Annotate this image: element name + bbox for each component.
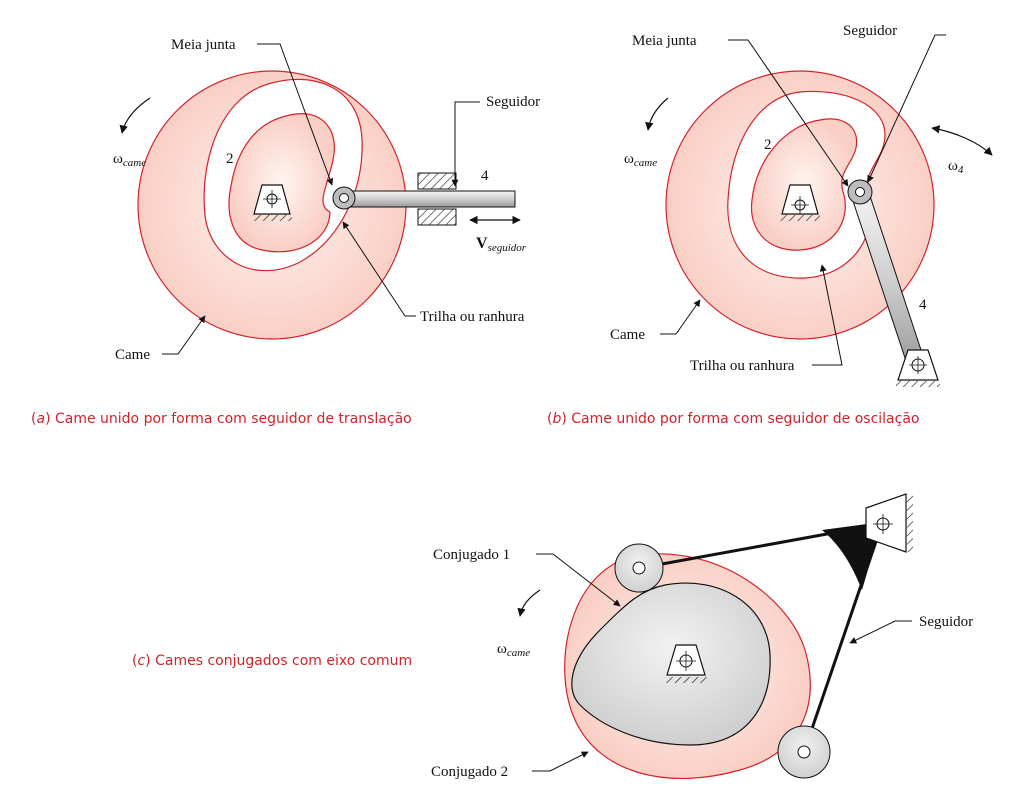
leader-b-track: [812, 264, 843, 366]
caption-a: (a) Came unido por forma com seguidor de…: [31, 411, 412, 427]
panel-a: Meia junta Seguidor ωcame 2 4 Vseguidor …: [31, 37, 540, 427]
label-b-cam-number: 2: [764, 137, 772, 153]
leader-b-follower: [867, 34, 946, 183]
ground-pivot-c-follower: [865, 493, 913, 553]
leader-a-half-joint: [257, 43, 334, 186]
label-a-track: Trilha ou ranhura: [420, 309, 525, 325]
leader-c-conj2: [532, 751, 589, 772]
leader-b-cam: [660, 299, 701, 335]
label-b-omega4: ω4: [948, 158, 964, 176]
rotation-b-arrow: [645, 97, 669, 131]
guide-a-top: [417, 172, 457, 190]
label-b-half-joint: Meia junta: [632, 33, 697, 49]
leader-c-follower: [849, 620, 912, 644]
guide-a-bottom: [417, 208, 457, 226]
label-b-follower: Seguidor: [843, 23, 897, 39]
label-c-omega: ωcame: [497, 641, 530, 659]
label-c-conj1: Conjugado 1: [433, 547, 510, 563]
rotation-c-arrow: [517, 589, 541, 617]
rotation-b-omega4-arrow: [931, 125, 993, 156]
leader-c-conj1: [536, 553, 621, 607]
leader-a-track: [342, 221, 416, 317]
ground-pivot-a: [252, 184, 292, 221]
label-b-follower-number: 4: [919, 297, 927, 313]
rotation-a-arrow: [119, 97, 151, 134]
label-c-follower: Seguidor: [919, 614, 973, 630]
leader-a-cam: [162, 315, 206, 355]
label-a-follower-number: 4: [481, 168, 489, 184]
ground-pivot-b: [780, 184, 820, 221]
label-a-cam: Came: [115, 347, 150, 363]
leader-a-follower: [451, 101, 480, 187]
label-b-cam: Came: [610, 327, 645, 343]
ground-pivot-c: [664, 644, 708, 683]
follower-c-web: [822, 522, 882, 590]
label-a-omega: ωcame: [113, 151, 146, 169]
caption-b: (b) Came unido por forma com seguidor de…: [547, 411, 919, 427]
label-a-velocity: Vseguidor: [476, 235, 527, 254]
caption-c: (c) Cames conjugados com eixo comum: [132, 653, 412, 669]
label-b-track: Trilha ou ranhura: [690, 358, 795, 374]
leader-b-half-joint: [728, 39, 849, 187]
label-a-follower: Seguidor: [486, 94, 540, 110]
label-c-conj2: Conjugado 2: [431, 764, 508, 780]
label-a-half-joint: Meia junta: [171, 37, 236, 53]
panel-b: Meia junta Seguidor ωcame ω4 2 4 Trilha …: [547, 23, 993, 427]
label-b-omega: ωcame: [624, 151, 657, 169]
ground-pivot-b-arm: [896, 349, 940, 387]
panel-c: Conjugado 1 Conjugado 2 Seguidor ωcame (…: [132, 493, 973, 780]
follower-a-rod: [342, 190, 516, 208]
label-a-cam-number: 2: [226, 151, 234, 167]
